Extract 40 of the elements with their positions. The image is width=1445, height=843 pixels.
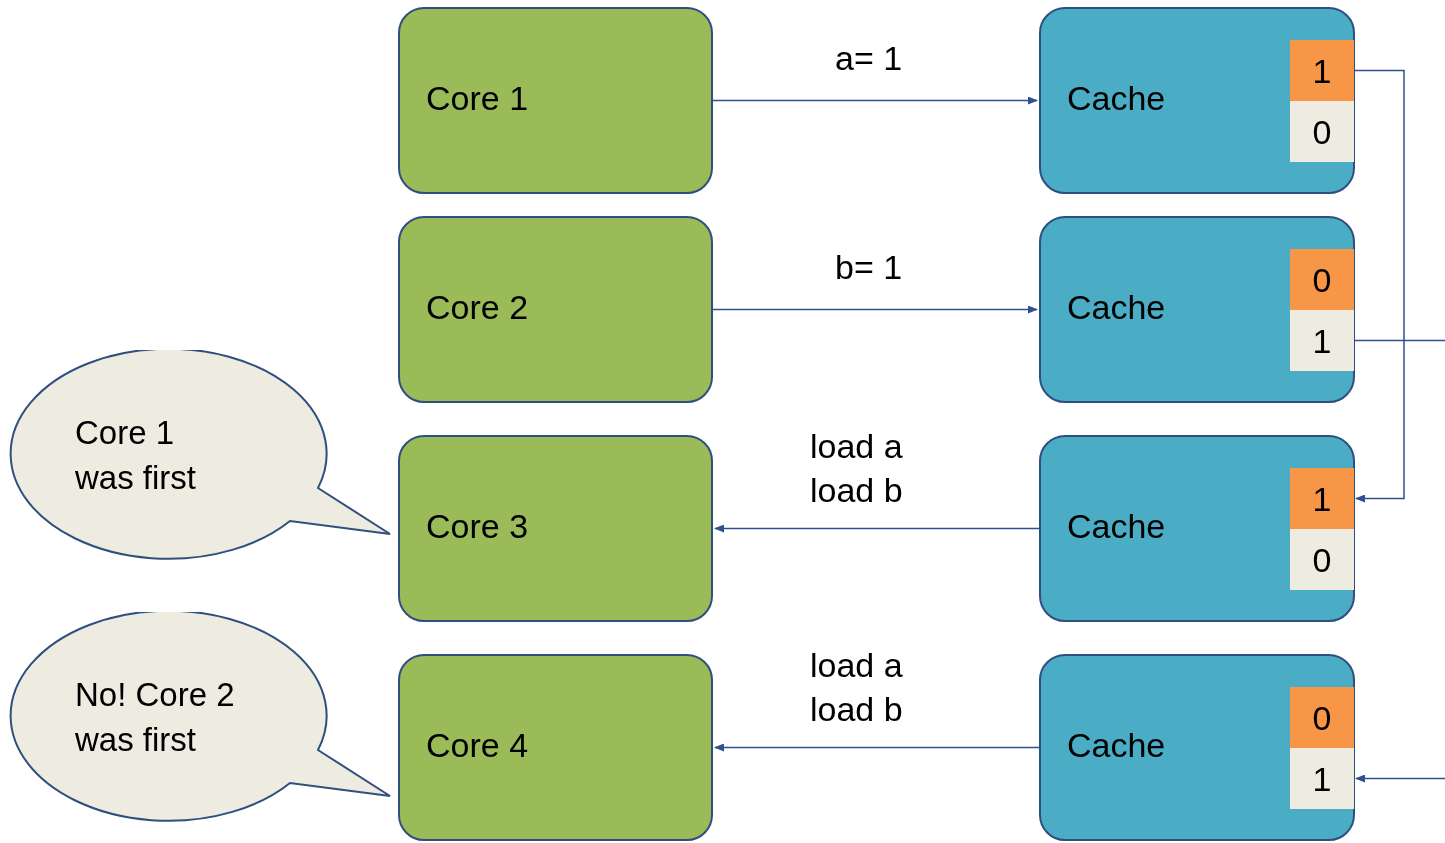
cache-line-cell xyxy=(1290,40,1354,101)
box-label: Cache xyxy=(1067,509,1166,543)
cache-line-cell xyxy=(1290,468,1354,529)
core-box xyxy=(398,216,713,403)
bubble-text: No! Core 2 was first xyxy=(75,675,236,760)
arrow xyxy=(1353,339,1445,783)
cache-box xyxy=(1039,7,1355,194)
box-label: Core 4 xyxy=(426,728,529,762)
box-label: Core 1 xyxy=(426,81,529,115)
box-label: Cache xyxy=(1067,81,1166,115)
box-label: Core 2 xyxy=(426,290,529,324)
arrow xyxy=(1353,69,1405,503)
arrow xyxy=(712,305,1038,314)
bit-value: 1 xyxy=(1312,761,1332,796)
arrow xyxy=(714,524,1040,533)
bit-value: 1 xyxy=(1312,481,1332,516)
cache-line-cell xyxy=(1290,249,1354,310)
box-label: Core 3 xyxy=(426,509,529,543)
core-box xyxy=(398,654,713,841)
box-label: Cache xyxy=(1067,290,1166,324)
bit-value: 0 xyxy=(1312,700,1332,735)
core-box xyxy=(398,435,713,622)
cache-line-cell xyxy=(1290,101,1354,162)
cache-line-cell xyxy=(1290,687,1354,748)
bit-value: 1 xyxy=(1312,53,1332,88)
bubble-text: Core 1 was first xyxy=(75,413,197,498)
cache-line-cell xyxy=(1290,529,1354,590)
bit-value: 0 xyxy=(1312,114,1332,149)
bit-value: 0 xyxy=(1312,542,1332,577)
arrow xyxy=(714,743,1040,752)
bit-value: 0 xyxy=(1312,262,1332,297)
cache-box xyxy=(1039,654,1355,841)
cache-line-cell xyxy=(1290,310,1354,371)
box-label: Cache xyxy=(1067,728,1166,762)
bit-value: 1 xyxy=(1312,323,1332,358)
cache-line-cell xyxy=(1290,748,1354,809)
cache-box xyxy=(1039,216,1355,403)
cache-box xyxy=(1039,435,1355,622)
arrow xyxy=(712,96,1038,105)
core-box xyxy=(398,7,713,194)
